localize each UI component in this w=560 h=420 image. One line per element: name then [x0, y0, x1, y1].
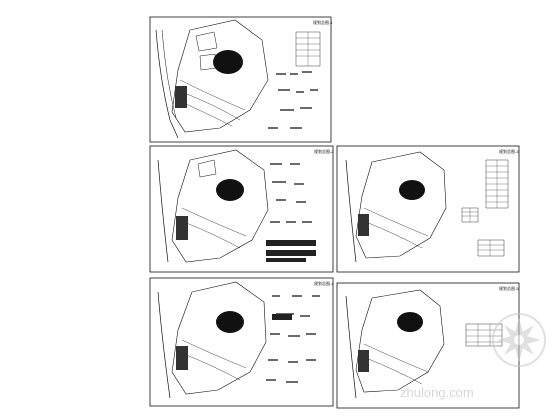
drawing-sheet-4: 规划总图-4 — [149, 277, 334, 407]
drawing-sheet-5: 规划总图-5 — [336, 282, 520, 409]
sheet-1-title: 规划总图-1 — [313, 19, 333, 25]
drawing-sheet-3: 规划总图-3 — [336, 145, 520, 273]
sheet-4-title: 规划总图-4 — [314, 280, 334, 286]
drawing-sheet-2: 规划总图-2 — [149, 145, 334, 273]
sheet-5-title: 规划总图-5 — [499, 285, 519, 291]
drawing-sheet-1: 规划总图-1 — [149, 16, 333, 143]
zhulong-watermark: zhulong.com — [400, 313, 546, 400]
watermark-site-text: zhulong.com — [400, 385, 474, 400]
sheet-3-title: 规划总图-3 — [499, 148, 519, 154]
sheet-2-title: 规划总图-2 — [314, 148, 334, 154]
zhulong-flower-logo-icon — [492, 313, 546, 367]
